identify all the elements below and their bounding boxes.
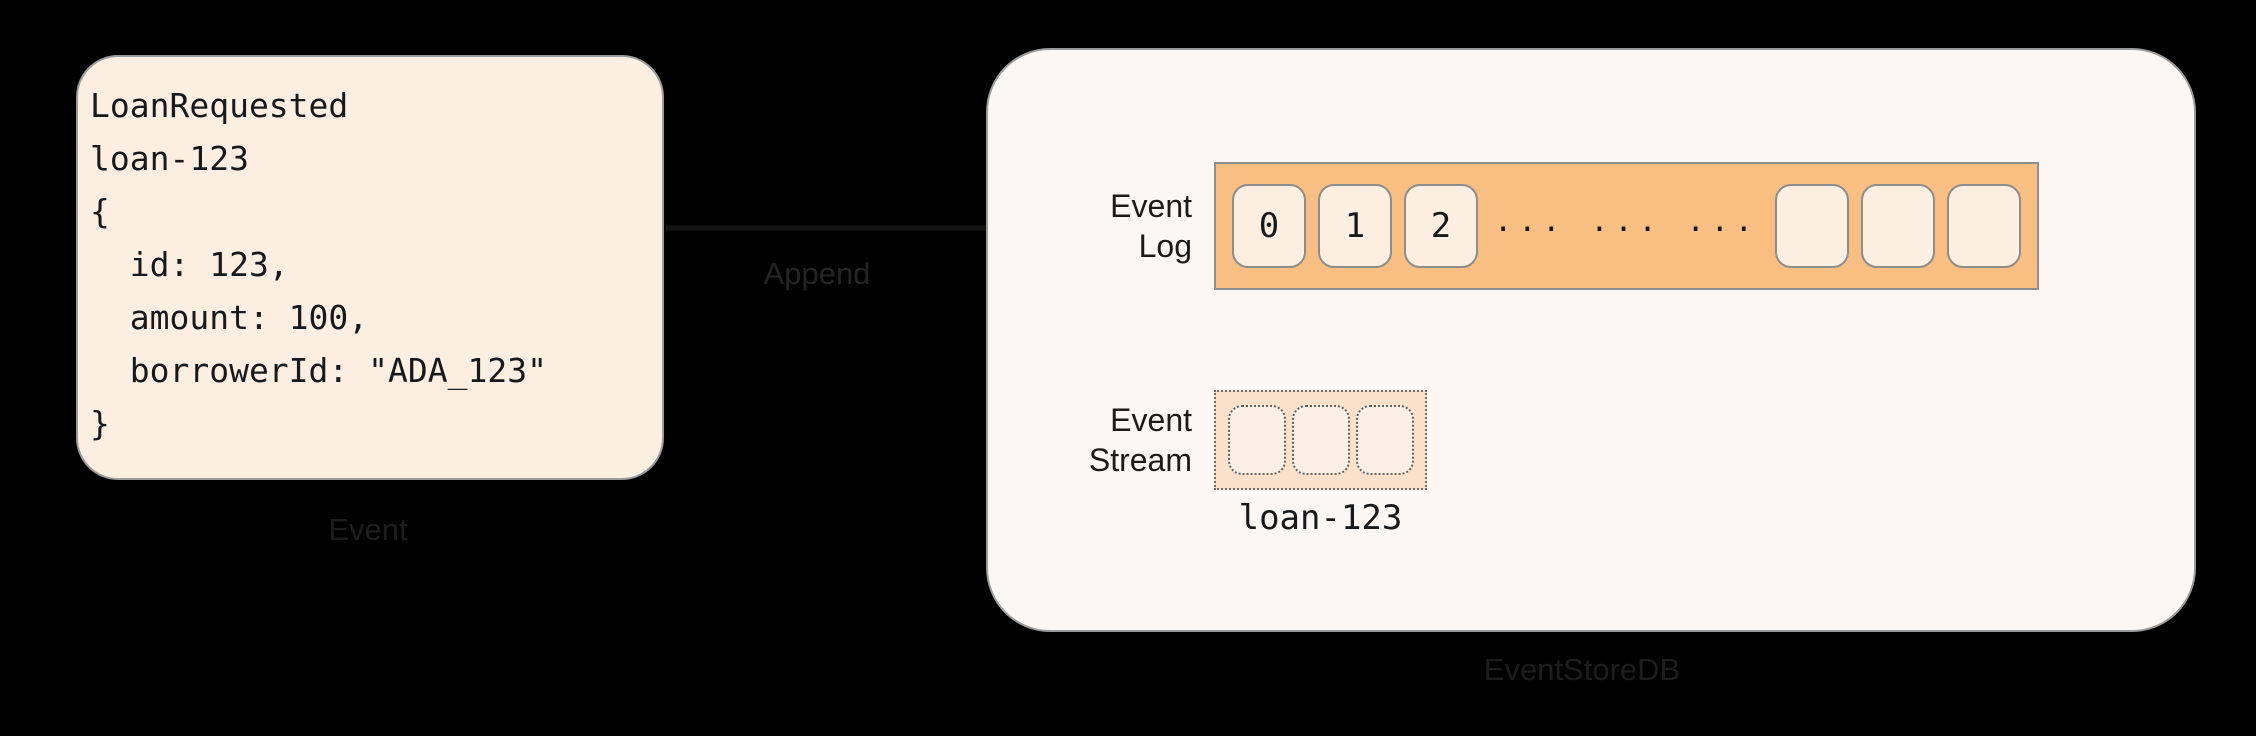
event-log-band: 0 1 2 ... ... ...: [1214, 162, 2039, 290]
event-stream-cell-empty[interactable]: [1227, 405, 1286, 475]
event-stream-group: loan-123: [1214, 390, 1427, 538]
event-stream-name: loan-123: [1238, 498, 1403, 538]
event-log-label: Event Log: [1110, 188, 1192, 264]
event-stream-cell-empty[interactable]: [1291, 405, 1350, 475]
event-stream-row: Event Stream loan-123: [1052, 390, 1427, 538]
event-log-cell-empty[interactable]: [1861, 184, 1935, 268]
event-log-cell-empty[interactable]: [1775, 184, 1849, 268]
eventstoredb-caption: EventStoreDB: [1483, 652, 1681, 687]
event-log-cell[interactable]: 2: [1404, 184, 1478, 268]
event-stream-band: [1214, 390, 1427, 490]
event-stream-label: Event Stream: [1088, 402, 1192, 478]
event-log-cell-empty[interactable]: [1947, 184, 2021, 268]
event-stream-cell-empty[interactable]: [1355, 405, 1414, 475]
append-label: Append: [763, 256, 871, 291]
event-card-caption: Event: [328, 512, 408, 547]
event-log-cell[interactable]: 1: [1318, 184, 1392, 268]
event-log-row: Event Log 0 1 2 ... ... ...: [1052, 162, 2039, 290]
eventstoredb-container: [986, 48, 2196, 632]
event-card-code: LoanRequested loan-123 { id: 123, amount…: [90, 86, 547, 443]
event-card: LoanRequested loan-123 { id: 123, amount…: [76, 55, 664, 480]
event-log-ellipsis: ... ... ...: [1494, 203, 1759, 239]
event-log-cell[interactable]: 0: [1232, 184, 1306, 268]
